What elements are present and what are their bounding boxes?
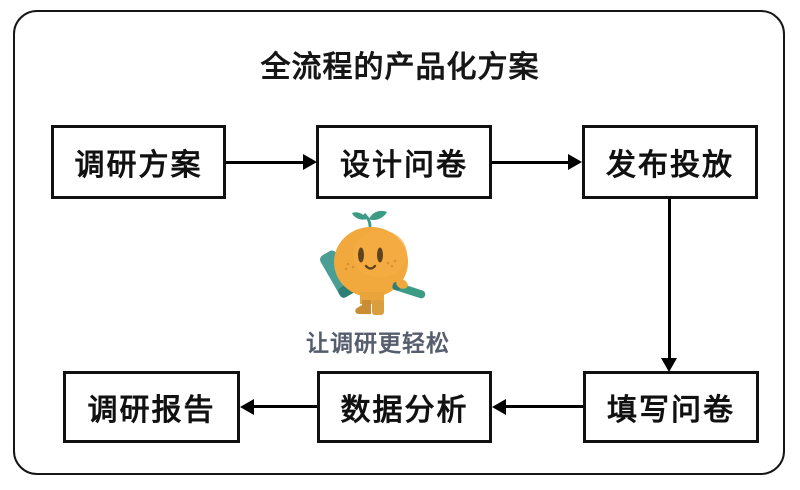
arrow-head-right-icon [303,154,317,170]
arrow-line-fill-to-analysis [506,405,583,408]
node-label: 数据分析 [340,394,469,427]
node-label: 填写问卷 [607,394,735,427]
arrow-line-design-to-publish [492,161,568,164]
node-design-questionnaire: 设计问卷 [316,125,492,199]
orange-mascot-icon [320,210,426,315]
node-label: 调研报告 [87,394,216,427]
arrow-line-publish-to-fill [668,199,671,358]
node-label: 设计问卷 [340,149,468,182]
arrow-head-left-icon [492,399,506,415]
node-label: 调研方案 [74,149,203,182]
mascot-tagline: 让调研更轻松 [306,330,450,356]
arrow-head-left-icon [240,399,254,415]
node-research-plan: 调研方案 [51,125,226,199]
node-publish-distribute: 发布投放 [582,125,758,199]
node-research-report: 调研报告 [63,371,240,443]
arrow-head-down-icon [661,358,677,372]
diagram-title: 全流程的产品化方案 [260,51,540,84]
node-label: 发布投放 [606,149,734,182]
arrow-head-right-icon [568,154,582,170]
node-data-analysis: 数据分析 [317,371,492,443]
node-fill-questionnaire: 填写问卷 [583,371,759,443]
arrow-line-analysis-to-report [254,405,317,408]
arrow-line-plan-to-design [226,161,303,164]
